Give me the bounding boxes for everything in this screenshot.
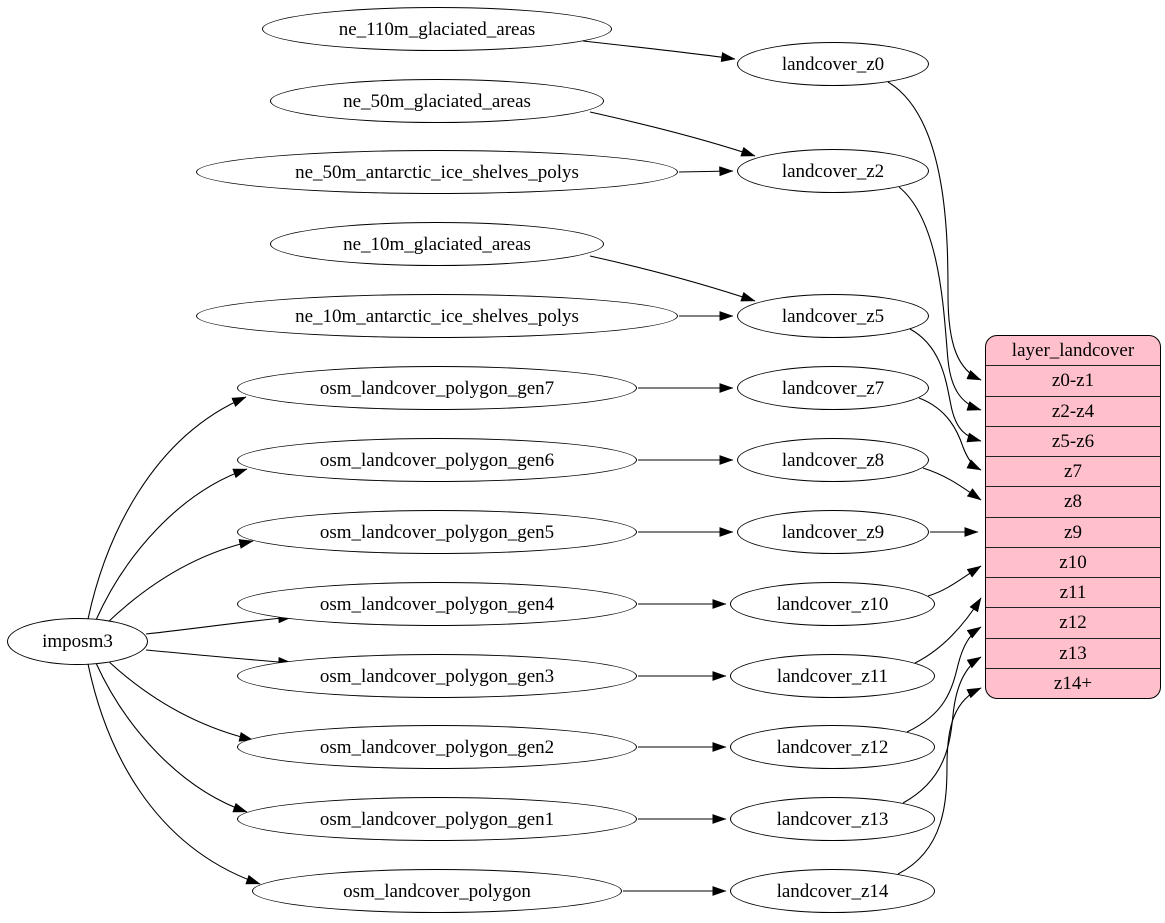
node-osm-landcover-polygon-gen7: osm_landcover_polygon_gen7 xyxy=(237,366,637,410)
node-ne-50m-glaciated-areas: ne_50m_glaciated_areas xyxy=(270,79,604,123)
node-landcover-z12: landcover_z12 xyxy=(730,725,935,769)
node-label: osm_landcover_polygon_gen7 xyxy=(319,377,555,399)
node-label: landcover_z9 xyxy=(781,521,885,543)
edge-ne50m-ant-z2 xyxy=(678,166,734,177)
edge-imposm3-gen3 xyxy=(145,649,293,667)
node-label: osm_landcover_polygon_gen3 xyxy=(319,665,555,687)
table-row-z2-z4: z2-z4 xyxy=(986,395,1160,426)
table-row-z0-z1: z0-z1 xyxy=(986,365,1160,395)
node-label: landcover_z13 xyxy=(776,808,889,830)
node-landcover-z2: landcover_z2 xyxy=(737,149,929,193)
edge-z11-row xyxy=(914,597,982,664)
table-row-z14plus: z14+ xyxy=(986,667,1160,698)
node-label: ne_110m_glaciated_areas xyxy=(338,18,536,40)
edge-imposm3-gen1 xyxy=(95,662,248,813)
table-row-z11: z11 xyxy=(986,577,1160,607)
node-label: ne_50m_glaciated_areas xyxy=(343,90,531,112)
edge-z7-row xyxy=(918,397,982,471)
node-landcover-z0: landcover_z0 xyxy=(737,42,929,86)
table-row-z7: z7 xyxy=(986,456,1160,486)
edge-imposm3-gen5 xyxy=(106,539,254,624)
node-landcover-z5: landcover_z5 xyxy=(737,294,929,338)
node-ne-110m-glaciated-areas: ne_110m_glaciated_areas xyxy=(262,7,612,51)
edge-imposm3-gen7 xyxy=(87,396,247,620)
table-row-z12: z12 xyxy=(986,607,1160,637)
node-landcover-z10: landcover_z10 xyxy=(730,582,935,626)
node-label: ne_50m_antarctic_ice_shelves_polys xyxy=(295,161,579,183)
node-label: ne_10m_glaciated_areas xyxy=(343,233,531,255)
node-label: landcover_z10 xyxy=(776,593,889,615)
table-row-z8: z8 xyxy=(986,486,1160,516)
node-label: landcover_z7 xyxy=(781,377,885,399)
edge-ne110m-z0 xyxy=(582,40,736,62)
edge-imposm3-polygon xyxy=(87,663,261,885)
node-label: landcover_z8 xyxy=(781,449,885,471)
node-label: osm_landcover_polygon xyxy=(343,880,531,902)
node-landcover-z8: landcover_z8 xyxy=(737,438,929,482)
node-label: ne_10m_antarctic_ice_shelves_polys xyxy=(295,305,579,327)
node-label: osm_landcover_polygon_gen5 xyxy=(319,521,555,543)
node-label: landcover_z12 xyxy=(776,736,889,758)
node-osm-landcover-polygon-gen2: osm_landcover_polygon_gen2 xyxy=(237,725,637,769)
node-osm-landcover-polygon-gen5: osm_landcover_polygon_gen5 xyxy=(237,510,637,554)
node-label: osm_landcover_polygon_gen2 xyxy=(319,736,555,758)
table-title: layer_landcover xyxy=(1011,340,1135,362)
node-ne-10m-glaciated-areas: ne_10m_glaciated_areas xyxy=(270,222,604,266)
node-ne-50m-antarctic-ice-shelves-polys: ne_50m_antarctic_ice_shelves_polys xyxy=(196,150,678,194)
table-row-z5-z6: z5-z6 xyxy=(986,425,1160,456)
table-row-z13: z13 xyxy=(986,637,1160,668)
layer-landcover-table: layer_landcover z0-z1 z2-z4 z5-z6 z7 z8 … xyxy=(985,335,1161,699)
node-label: landcover_z14 xyxy=(776,880,889,902)
node-landcover-z9: landcover_z9 xyxy=(737,510,929,554)
edge-imposm3-gen2 xyxy=(106,659,254,742)
node-label: landcover_z2 xyxy=(781,160,885,182)
node-imposm3-label: imposm3 xyxy=(42,631,113,652)
table-row-z10: z10 xyxy=(986,546,1160,577)
edge-ne50m-gl-z2 xyxy=(589,111,756,157)
node-osm-landcover-polygon-gen6: osm_landcover_polygon_gen6 xyxy=(237,438,637,482)
node-osm-landcover-polygon-gen1: osm_landcover_polygon_gen1 xyxy=(237,797,637,841)
node-imposm3: imposm3 xyxy=(7,618,148,665)
edge-z8-row xyxy=(922,467,982,501)
edge-z10-row xyxy=(927,565,982,597)
node-landcover-z13: landcover_z13 xyxy=(730,797,935,841)
edge-ne10m-gl-z5 xyxy=(589,255,756,302)
edge-z12-row xyxy=(906,626,982,733)
node-label: landcover_z11 xyxy=(776,665,889,687)
node-label: osm_landcover_polygon_gen4 xyxy=(319,593,555,615)
table-row-z9: z9 xyxy=(986,516,1160,547)
edge-z14-row xyxy=(897,687,982,875)
node-label: landcover_z5 xyxy=(781,305,885,327)
node-landcover-z7: landcover_z7 xyxy=(737,366,929,410)
edge-imposm3-gen4 xyxy=(145,613,293,635)
edge-imposm3-gen6 xyxy=(95,468,248,621)
edge-z0-row xyxy=(887,81,982,381)
node-label: osm_landcover_polygon_gen6 xyxy=(319,449,555,471)
node-osm-landcover-polygon: osm_landcover_polygon xyxy=(252,869,622,913)
edge-z13-row xyxy=(902,656,982,804)
node-osm-landcover-polygon-gen3: osm_landcover_polygon_gen3 xyxy=(237,654,637,698)
node-landcover-z11: landcover_z11 xyxy=(730,654,935,698)
node-label: osm_landcover_polygon_gen1 xyxy=(319,808,555,830)
node-ne-10m-antarctic-ice-shelves-polys: ne_10m_antarctic_ice_shelves_polys xyxy=(196,294,678,338)
edge-z5-row xyxy=(909,328,982,443)
node-label: landcover_z0 xyxy=(781,53,885,75)
node-osm-landcover-polygon-gen4: osm_landcover_polygon_gen4 xyxy=(237,582,637,626)
edge-z2-row xyxy=(898,186,982,411)
node-landcover-z14: landcover_z14 xyxy=(730,869,935,913)
